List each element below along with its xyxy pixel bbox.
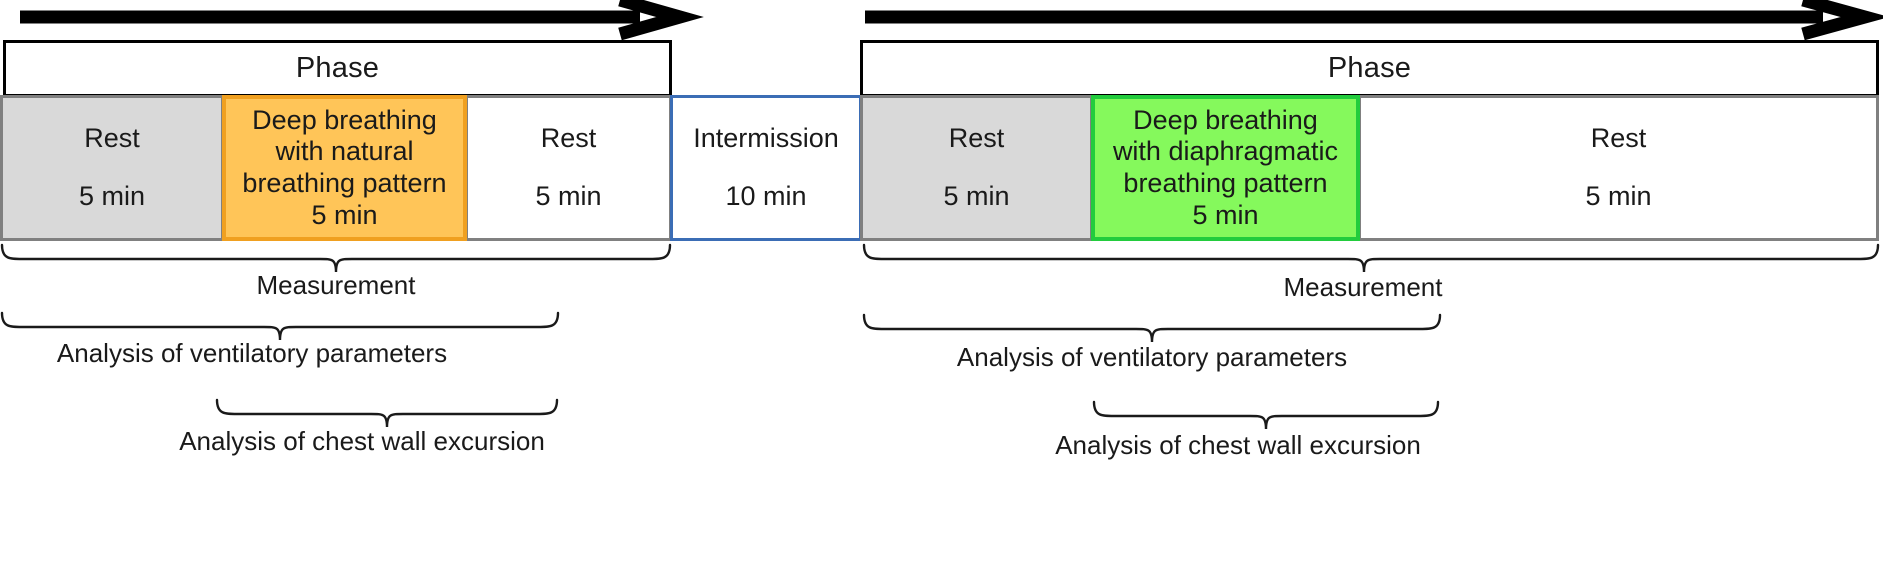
- segment-title: Rest: [948, 123, 1005, 154]
- segment-duration: 5 min: [1192, 199, 1259, 230]
- segment-deep-breathing-diaphragmatic[interactable]: Deep breathing with diaphragmatic breath…: [1091, 95, 1360, 241]
- segment-title: Rest: [84, 123, 140, 154]
- segment-title-line-2: with diaphragmatic: [1112, 136, 1339, 167]
- brace-ventilatory-right: [862, 313, 1442, 343]
- segment-rest-3[interactable]: Rest 5 min: [860, 95, 1093, 241]
- segment-title-line-1: Deep breathing: [1133, 104, 1318, 135]
- segment-intermission[interactable]: Intermission 10 min: [670, 95, 862, 241]
- brace-label-ventilatory-left: Analysis of ventilatory parameters: [56, 338, 448, 368]
- brace-label-measurement-left: Measurement: [256, 270, 416, 300]
- segment-title: Intermission: [693, 123, 839, 154]
- segment-title-line-3: breathing pattern: [1123, 168, 1328, 198]
- segment-duration: 10 min: [725, 181, 807, 211]
- segment-duration: 5 min: [1585, 181, 1652, 211]
- brace-chestwall-right: [1092, 400, 1442, 430]
- brace-label-measurement-right: Measurement: [1283, 272, 1443, 302]
- segment-rest-2[interactable]: Rest 5 min: [465, 95, 672, 241]
- segment-deep-breathing-natural[interactable]: Deep breathing with natural breathing pa…: [222, 95, 467, 241]
- segment-duration: 5 min: [943, 181, 1010, 211]
- segment-rest-4[interactable]: Rest 5 min: [1358, 95, 1879, 241]
- segment-title: Rest: [540, 123, 597, 154]
- brace-ventilatory-left: [0, 311, 560, 341]
- segment-title: Rest: [1590, 123, 1647, 154]
- segment-rest-1[interactable]: Rest 5 min: [0, 95, 224, 241]
- phase-header-right: Phase: [860, 40, 1879, 97]
- brace-label-chestwall-left: Analysis of chest wall excursion: [179, 426, 545, 456]
- segment-duration: 5 min: [535, 181, 602, 211]
- brace-measurement-left: [0, 243, 672, 273]
- segment-title-line-1: Deep breathing: [252, 104, 437, 135]
- phase-label: Phase: [1327, 52, 1412, 84]
- brace-label-chestwall-right: Analysis of chest wall excursion: [1055, 430, 1421, 460]
- segment-title-line-3: breathing pattern: [242, 168, 447, 198]
- segment-duration: 5 min: [78, 181, 146, 211]
- segment-duration: 5 min: [311, 199, 378, 230]
- time-arrow-left: [20, 0, 704, 41]
- phase-header-left: Phase: [3, 40, 672, 97]
- segment-title-line-2: with natural: [275, 136, 414, 167]
- brace-label-ventilatory-right: Analysis of ventilatory parameters: [956, 342, 1348, 372]
- phase-label: Phase: [295, 52, 380, 84]
- time-arrow-right: [865, 0, 1883, 41]
- brace-chestwall-left: [215, 398, 560, 428]
- brace-measurement-right: [862, 243, 1880, 273]
